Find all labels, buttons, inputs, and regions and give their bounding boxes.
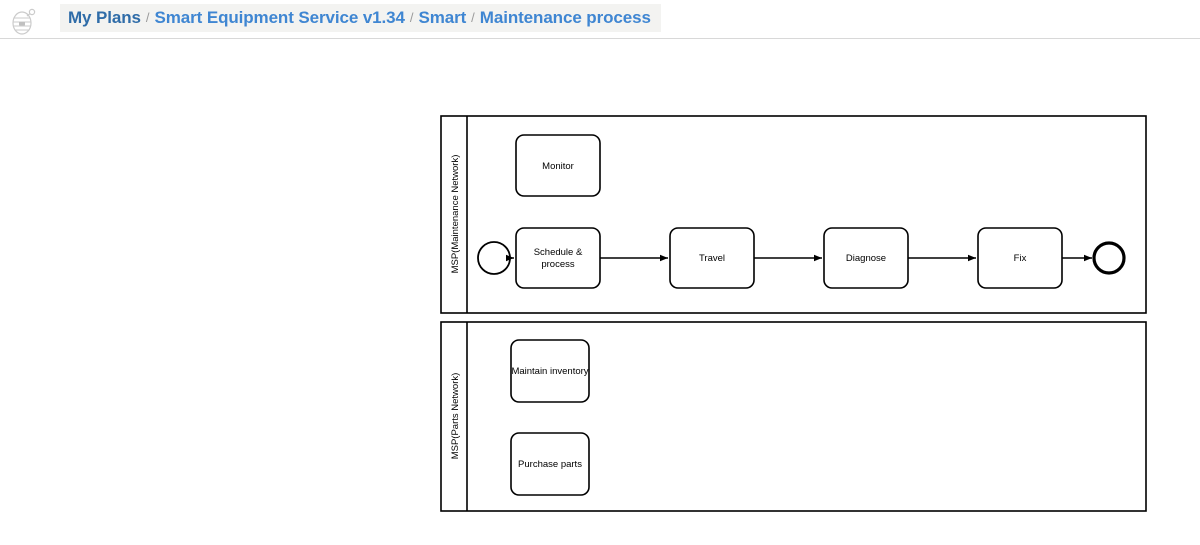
- bpmn-diagram: MSP(Maintenance Network) Monitor Schedul…: [440, 115, 1147, 512]
- breadcrumb-item-my-plans[interactable]: My Plans: [68, 8, 141, 27]
- task-maintain-inventory-label: Maintain inventory: [511, 366, 588, 377]
- task-diagnose[interactable]: Diagnose: [823, 227, 909, 289]
- end-event[interactable]: [1092, 241, 1126, 275]
- pool-label-maintenance-network: MSP(Maintenance Network): [450, 155, 461, 274]
- task-purchase-parts-shape[interactable]: [510, 432, 590, 496]
- task-purchase-parts-label: Purchase parts: [518, 459, 582, 470]
- task-maintain-inventory[interactable]: Maintain inventory: [510, 339, 590, 403]
- task-schedule-process-label-line2: process: [541, 259, 575, 270]
- task-travel-label: Travel: [699, 253, 725, 264]
- pool-parts-network[interactable]: MSP(Parts Network) Maintain inventory Pu…: [440, 321, 1147, 512]
- task-travel[interactable]: Travel: [669, 227, 755, 289]
- breadcrumb-separator: /: [471, 10, 475, 25]
- pool-maintenance-network[interactable]: MSP(Maintenance Network) Monitor Schedul…: [440, 115, 1147, 314]
- diagram-canvas[interactable]: MSP(Maintenance Network) Monitor Schedul…: [0, 39, 1200, 545]
- breadcrumb-item-smart[interactable]: Smart: [418, 8, 467, 27]
- app-header: My Plans / Smart Equipment Service v1.34…: [0, 0, 1200, 39]
- task-monitor-shape[interactable]: [515, 134, 601, 197]
- task-fix[interactable]: Fix: [977, 227, 1063, 289]
- task-schedule-process-shape[interactable]: [515, 227, 601, 289]
- pool-label-parts-network: MSP(Parts Network): [450, 373, 461, 460]
- start-event[interactable]: [477, 241, 511, 275]
- task-schedule-process-label-line1: Schedule &: [534, 247, 583, 258]
- task-diagnose-label: Diagnose: [846, 253, 886, 264]
- task-fix-label: Fix: [1014, 253, 1027, 264]
- task-maintain-inventory-shape[interactable]: [510, 339, 590, 403]
- task-purchase-parts[interactable]: Purchase parts: [510, 432, 590, 496]
- breadcrumb-item-smart-equipment-service[interactable]: Smart Equipment Service v1.34: [154, 8, 405, 27]
- breadcrumb-item-maintenance-process[interactable]: Maintenance process: [479, 8, 651, 27]
- breadcrumb-separator: /: [145, 10, 150, 25]
- breadcrumb: My Plans / Smart Equipment Service v1.34…: [60, 4, 661, 32]
- bug-logo-icon: [8, 4, 40, 36]
- task-schedule-process[interactable]: Schedule & process: [515, 227, 601, 289]
- task-monitor-label: Monitor: [542, 161, 574, 172]
- task-monitor[interactable]: Monitor: [515, 134, 601, 197]
- breadcrumb-separator: /: [409, 10, 414, 25]
